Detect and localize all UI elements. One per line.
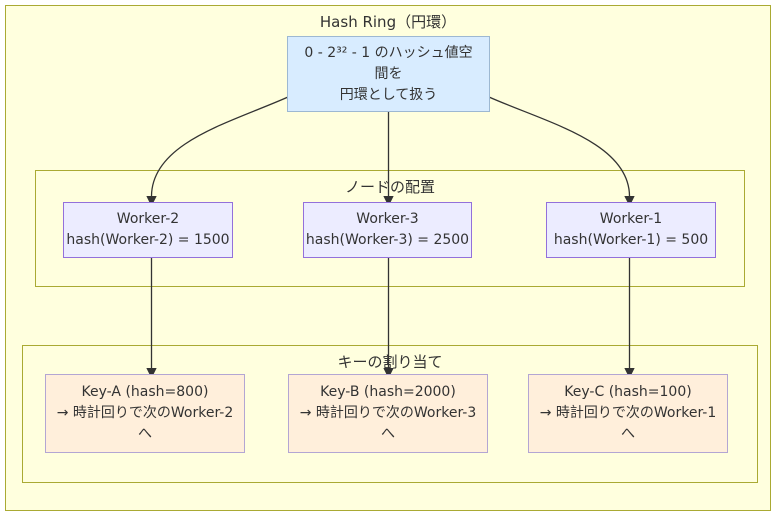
worker-3-node: Worker-3 hash(Worker-3) = 2500 [303, 202, 472, 258]
worker-1-node: Worker-1 hash(Worker-1) = 500 [546, 202, 716, 258]
cluster-key-assignment-label: キーの割り当て [337, 353, 443, 371]
key-c-node: Key-C (hash=100) → 時計回りで次のWorker-1 へ [528, 374, 728, 453]
cluster-hash-ring-label: Hash Ring（円環） [319, 13, 457, 31]
hash-space-node: 0 - 2³² - 1 のハッシュ値空 間を 円環として扱う [287, 36, 490, 112]
worker-2-node: Worker-2 hash(Worker-2) = 1500 [63, 202, 233, 258]
key-b-node: Key-B (hash=2000) → 時計回りで次のWorker-3 へ [288, 374, 488, 453]
key-a-node: Key-A (hash=800) → 時計回りで次のWorker-2 へ [45, 374, 245, 453]
cluster-node-placement-label: ノードの配置 [344, 178, 435, 196]
